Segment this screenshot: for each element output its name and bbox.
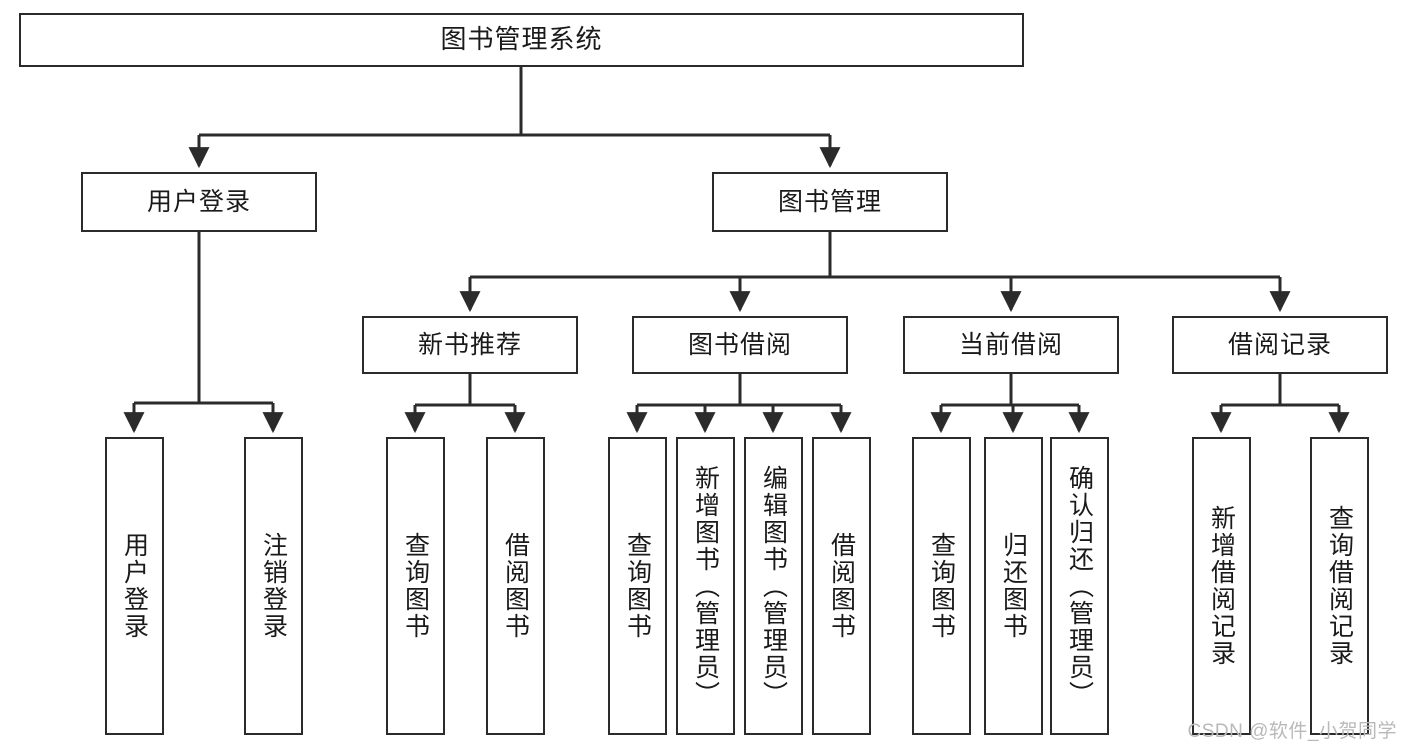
edges-book-manage-to-level3 <box>459 232 1291 313</box>
node-book-borrow[interactable]: 图书借阅 <box>632 316 848 374</box>
node-user-login-label: 用户登录 <box>146 187 251 216</box>
leaf-rec-borrow-book-label: 借阅图书 <box>501 532 530 640</box>
leaf-rec-add-record-label: 新增借阅记录 <box>1207 505 1236 667</box>
leaf-cur-confirm-return-label: 确认归还（管理员） <box>1065 464 1094 708</box>
leaf-user-login-label: 用户登录 <box>120 532 149 640</box>
node-book-manage[interactable]: 图书管理 <box>712 172 948 232</box>
node-user-login[interactable]: 用户登录 <box>81 172 317 232</box>
leaf-cur-return-book-label: 归还图书 <box>999 532 1028 640</box>
leaf-cur-query-book[interactable]: 查询图书 <box>912 437 971 735</box>
leaf-rec-borrow-book[interactable]: 借阅图书 <box>486 437 545 735</box>
leaf-cur-confirm-return[interactable]: 确认归还（管理员） <box>1050 437 1109 735</box>
node-book-manage-label: 图书管理 <box>777 187 882 216</box>
edges-new-book-recommend-to-leaves <box>404 374 526 434</box>
leaf-cur-return-book[interactable]: 归还图书 <box>984 437 1043 735</box>
node-current-borrow[interactable]: 当前借阅 <box>903 316 1119 374</box>
leaf-rec-query-book[interactable]: 查询图书 <box>386 437 445 735</box>
leaf-rec-query-book-label: 查询图书 <box>401 532 430 640</box>
edges-borrow-record-to-leaves <box>1210 374 1350 434</box>
leaf-borrow-add-book-label: 新增图书（管理员） <box>691 464 720 708</box>
leaf-user-logout-label: 注销登录 <box>259 532 288 640</box>
node-book-borrow-label: 图书借阅 <box>687 330 792 359</box>
edges-user-login-to-leaves <box>123 232 284 434</box>
csdn-watermark: CSDN @软件_小贺同学 <box>1187 721 1397 742</box>
node-new-book-recommend[interactable]: 新书推荐 <box>362 316 578 374</box>
leaf-borrow-edit-book-label: 编辑图书（管理员） <box>759 464 788 708</box>
leaf-user-login[interactable]: 用户登录 <box>105 437 164 735</box>
edges-book-borrow-to-leaves <box>626 374 852 434</box>
leaf-rec-add-record[interactable]: 新增借阅记录 <box>1192 437 1251 735</box>
edges-root-to-level2 <box>188 67 841 169</box>
node-new-book-recommend-label: 新书推荐 <box>417 330 522 359</box>
leaf-user-logout[interactable]: 注销登录 <box>244 437 303 735</box>
leaf-borrow-borrow-book-label: 借阅图书 <box>827 532 856 640</box>
node-root-label: 图书管理系统 <box>440 24 603 55</box>
node-borrow-record[interactable]: 借阅记录 <box>1172 316 1388 374</box>
leaf-borrow-borrow-book[interactable]: 借阅图书 <box>812 437 871 735</box>
leaf-borrow-query-book-label: 查询图书 <box>623 532 652 640</box>
leaf-borrow-add-book[interactable]: 新增图书（管理员） <box>676 437 735 735</box>
node-current-borrow-label: 当前借阅 <box>958 330 1063 359</box>
leaf-borrow-edit-book[interactable]: 编辑图书（管理员） <box>744 437 803 735</box>
leaf-cur-query-book-label: 查询图书 <box>927 532 956 640</box>
node-borrow-record-label: 借阅记录 <box>1227 330 1332 359</box>
leaf-rec-query-record[interactable]: 查询借阅记录 <box>1310 437 1369 735</box>
edges-current-borrow-to-leaves <box>930 374 1090 434</box>
leaf-borrow-query-book[interactable]: 查询图书 <box>608 437 667 735</box>
node-root[interactable]: 图书管理系统 <box>19 13 1024 67</box>
leaf-rec-query-record-label: 查询借阅记录 <box>1325 505 1354 667</box>
